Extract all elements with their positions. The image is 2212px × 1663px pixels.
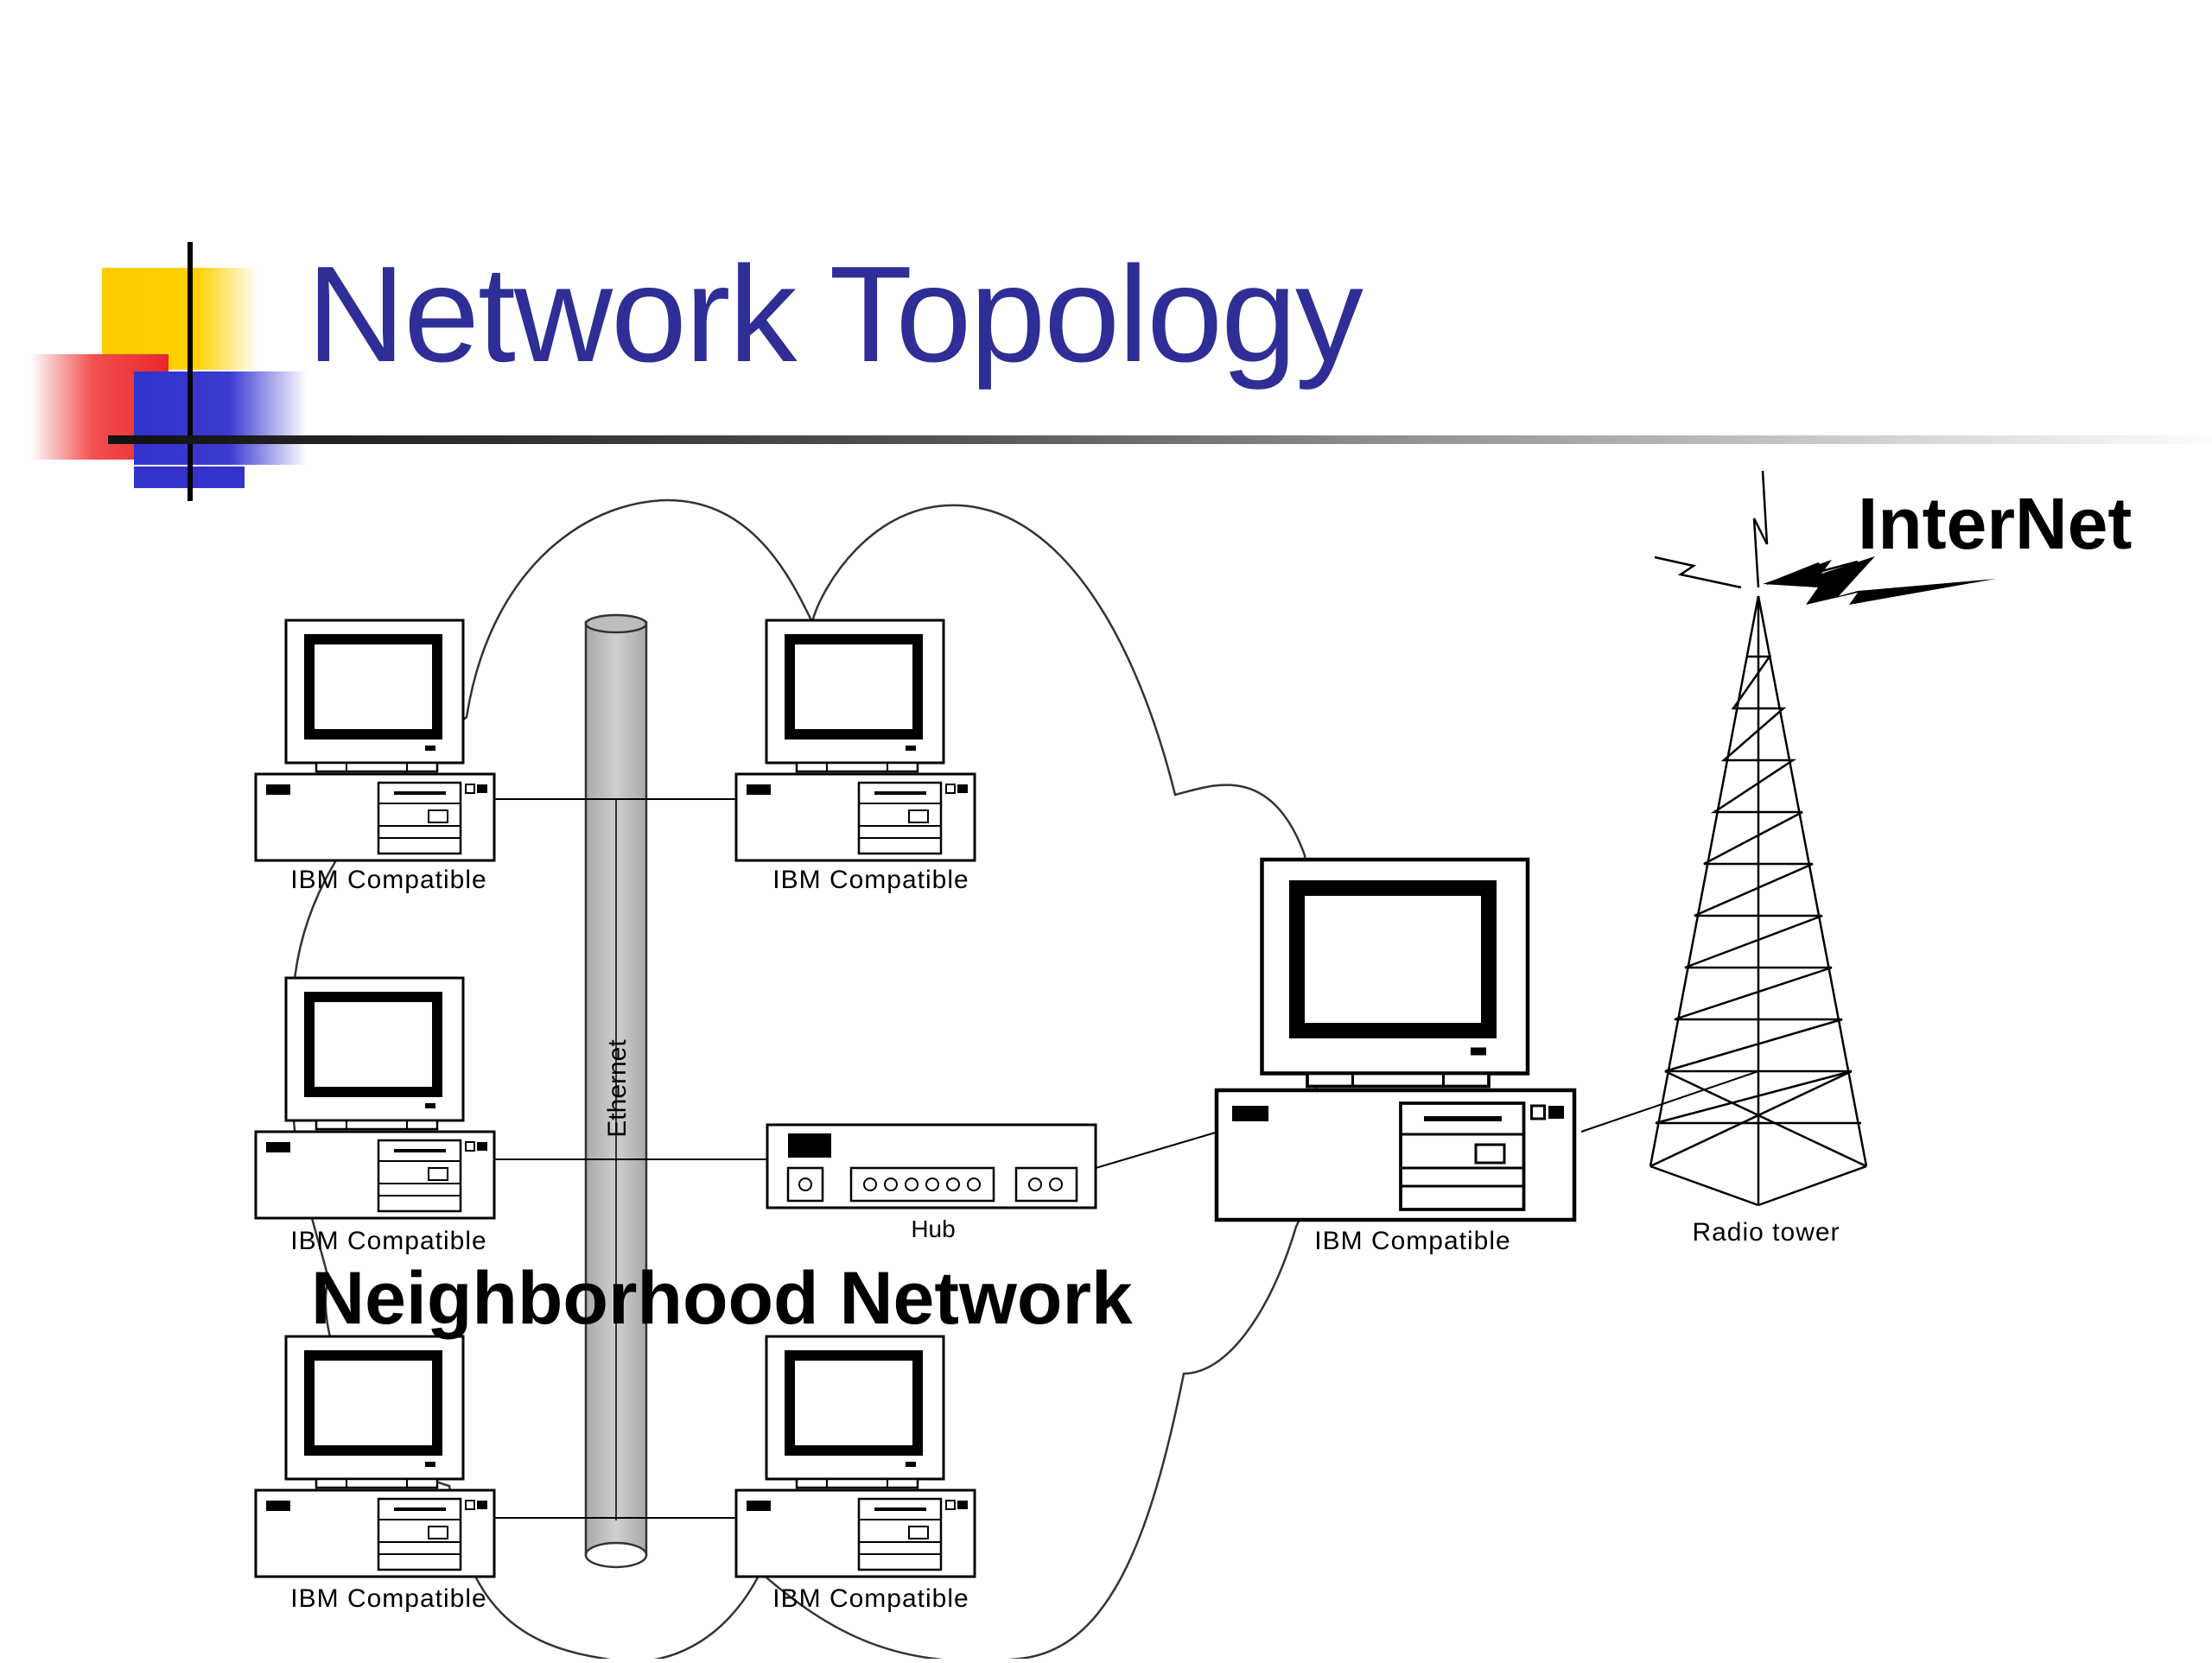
- decorative-logo: [30, 242, 2212, 501]
- internet-label: InterNet: [1858, 483, 2132, 564]
- computer-5: [736, 1336, 975, 1577]
- logo-blue-square: [134, 371, 307, 465]
- logo-yellow-square: [102, 268, 259, 370]
- computer-2: [736, 620, 975, 860]
- neighborhood-network-label: Neighborhood Network: [311, 1257, 1133, 1340]
- computer-4-label: IBM Compatible: [290, 1584, 486, 1613]
- connection-lines: [494, 798, 1759, 1519]
- title-rule: [108, 435, 2212, 444]
- server-label: IBM Compatible: [1314, 1227, 1510, 1255]
- hub-device: [766, 1123, 1097, 1209]
- computer-2-label: IBM Compatible: [772, 866, 969, 894]
- signal-bolts: [1654, 470, 1996, 605]
- hub-label: Hub: [911, 1216, 955, 1242]
- computer-1-label: IBM Compatible: [290, 866, 486, 894]
- server-computer: [1217, 860, 1574, 1220]
- computer-1: [256, 620, 494, 860]
- computer-5-label: IBM Compatible: [772, 1584, 969, 1613]
- computer-3-label: IBM Compatible: [290, 1227, 486, 1255]
- slide-title: Network Topology: [307, 238, 1363, 390]
- ethernet-label: Ethernet: [603, 1039, 632, 1138]
- radio-tower: [1649, 595, 1868, 1207]
- tower-label: Radio tower: [1692, 1218, 1840, 1247]
- computer-3: [256, 978, 494, 1218]
- computer-4: [256, 1336, 494, 1577]
- ethernet-backbone: [584, 613, 648, 1569]
- neighborhood-cloud: [290, 498, 1319, 1663]
